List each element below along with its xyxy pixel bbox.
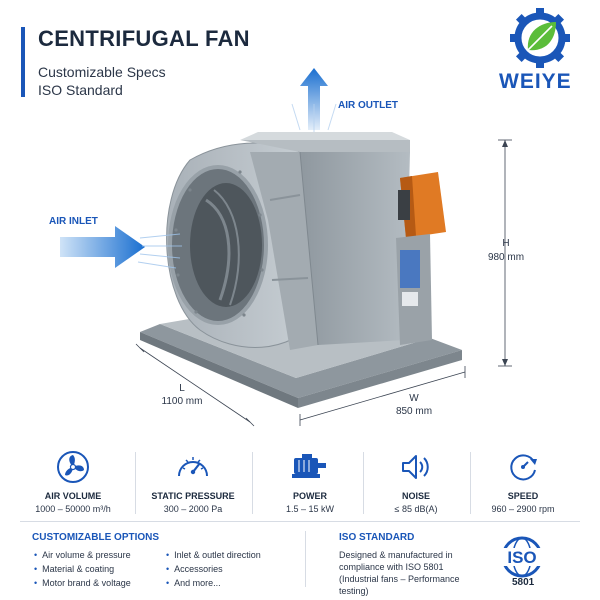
option-item: Motor brand & voltage [34, 578, 131, 588]
spec-static-pressure: STATIC PRESSURE 300 – 2000 Pa [138, 447, 248, 514]
option-item: Material & coating [34, 564, 114, 574]
spec-value: 1000 – 50000 m³/h [35, 504, 111, 514]
iso-line: compliance with ISO 5801 [339, 562, 444, 572]
spec-value: 1.5 – 15 kW [285, 504, 335, 514]
options-title: CUSTOMIZABLE OPTIONS [32, 532, 160, 543]
width-dim-letter: W [409, 393, 419, 404]
section-divider [20, 521, 580, 522]
air-inlet-label: AIR INLET [49, 216, 98, 227]
spec-name: SPEED [507, 491, 539, 501]
brand-name: WEIYE [499, 70, 572, 93]
option-item: And more... [166, 578, 221, 588]
speaker-icon [402, 455, 429, 479]
iso-title: ISO STANDARD [339, 532, 415, 543]
spec-divider [252, 452, 253, 514]
iso-badge-text: ISO [507, 548, 536, 567]
iso-line: Designed & manufactured in [339, 550, 453, 560]
spec-noise: NOISE ≤ 85 dB(A) [361, 447, 471, 514]
spec-divider [363, 452, 364, 514]
gauge-icon [178, 457, 208, 477]
weiye-logo-icon [510, 8, 570, 68]
spec-speed: SPEED 960 – 2900 rpm [468, 447, 578, 514]
spec-name: NOISE [401, 491, 430, 501]
fan-icon [57, 451, 89, 483]
speed-icon [510, 454, 537, 481]
spec-value: 300 – 2000 Pa [163, 504, 223, 514]
bottom-divider [305, 531, 306, 587]
spec-air-volume: AIR VOLUME 1000 – 50000 m³/h [18, 447, 128, 514]
fan-illustration [60, 68, 512, 427]
height-dim-letter: H [502, 238, 510, 249]
iso-badge-icon: ISO [501, 536, 543, 578]
option-item: Air volume & pressure [34, 550, 131, 560]
spec-divider [470, 452, 471, 514]
spec-value: ≤ 85 dB(A) [394, 504, 438, 514]
iso-line: (Industrial fans – Performance testing) [339, 574, 460, 596]
title-accent-bar [21, 27, 25, 97]
iso-badge-number: 5801 [512, 577, 535, 588]
length-dim-value: 1100 mm [161, 396, 203, 407]
subtitle-iso: ISO Standard [38, 82, 123, 98]
width-dim-value: 850 mm [395, 406, 433, 417]
option-item: Accessories [166, 564, 223, 574]
length-dim-letter: L [179, 383, 185, 394]
iso-description: Designed & manufactured in compliance wi… [339, 549, 489, 597]
page-title: CENTRIFUGAL FAN [38, 26, 250, 51]
subtitle-specs: Customizable Specs [38, 64, 166, 80]
option-item: Inlet & outlet direction [166, 550, 261, 560]
spec-power: POWER 1.5 – 15 kW [255, 447, 365, 514]
spec-value: 960 – 2900 rpm [491, 504, 555, 514]
spec-divider [135, 452, 136, 514]
spec-name: POWER [292, 491, 327, 501]
spec-name: STATIC PRESSURE [151, 491, 235, 501]
air-outlet-label: AIR OUTLET [338, 100, 398, 111]
height-dim-value: 980 mm [487, 252, 525, 263]
motor-icon [292, 454, 326, 478]
spec-name: AIR VOLUME [44, 491, 102, 501]
